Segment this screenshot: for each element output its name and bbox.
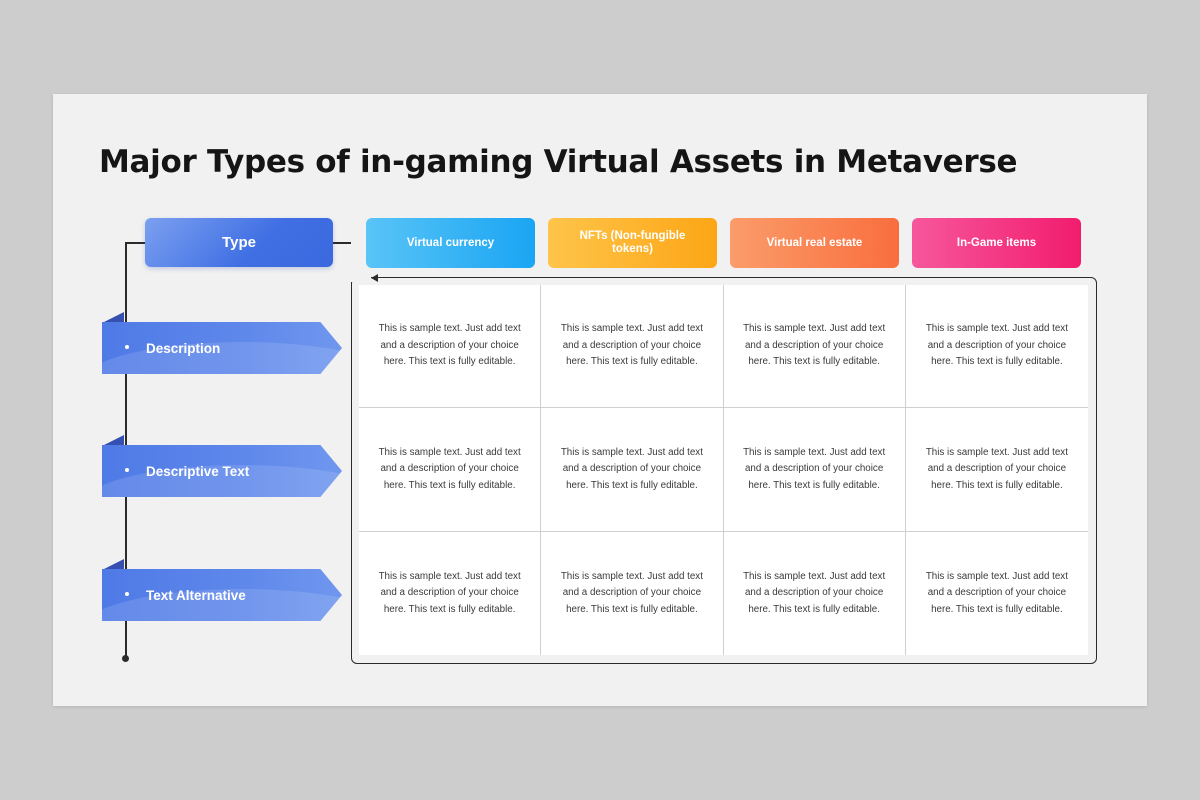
table-cell: This is sample text. Just add text and a…: [359, 285, 542, 409]
table-cell: This is sample text. Just add text and a…: [723, 285, 906, 409]
table-cell: This is sample text. Just add text and a…: [925, 570, 1068, 615]
row-label: Description: [146, 340, 221, 356]
timeline-connector-right: [332, 242, 351, 244]
table-frame: [351, 277, 1097, 664]
content-table: This is sample text. Just add text and a…: [359, 285, 1088, 655]
ribbon-fold: [102, 312, 124, 323]
row-ribbon-description: Description: [102, 312, 346, 374]
column-header-label: NFTs (Non-fungible tokens): [579, 230, 686, 255]
row-ribbon-text-alternative: Text Alternative: [102, 559, 346, 621]
ribbon-body: [102, 445, 342, 497]
slide: Major Types of in-gaming Virtual Assets …: [53, 94, 1147, 706]
bullet-icon: [125, 592, 129, 596]
type-header-box: Type: [145, 218, 333, 267]
column-header-virtual-real-estate: Virtual real estate: [730, 218, 899, 268]
ribbon-fold: [102, 559, 124, 570]
table-cell: This is sample text. Just add text and a…: [723, 408, 906, 532]
table-cell: This is sample text. Just add text and a…: [541, 408, 724, 532]
table-cell: This is sample text. Just add text and a…: [724, 531, 906, 655]
table-cell: This is sample text. Just add text and a…: [359, 531, 542, 655]
ribbon-body: [102, 322, 342, 374]
timeline-connector-left: [125, 242, 145, 244]
column-header-virtual-currency: Virtual currency: [366, 218, 535, 268]
column-header-label: Virtual real estate: [766, 236, 863, 249]
table-cell: This is sample text. Just add text and a…: [359, 408, 542, 532]
ribbon-body: [102, 569, 342, 621]
column-header-in-game-items: In-Game items: [912, 218, 1081, 268]
row-ribbon-descriptive-text: Descriptive Text: [102, 435, 346, 497]
table-cell: This is sample text. Just add text and a…: [541, 531, 724, 655]
bullet-icon: [125, 345, 129, 349]
column-header-nfts: NFTs (Non-fungible tokens): [548, 218, 717, 268]
type-header-label: Type: [222, 234, 256, 251]
table-cell: This is sample text. Just add text and a…: [905, 408, 1088, 532]
table-cell: This is sample text. Just add text and a…: [541, 285, 724, 409]
bullet-icon: [125, 468, 129, 472]
slide-title: Major Types of in-gaming Virtual Assets …: [99, 144, 1018, 180]
row-label: Descriptive Text: [146, 463, 250, 479]
ribbon-fold: [102, 435, 124, 446]
row-label: Text Alternative: [146, 587, 246, 603]
table-cell: This is sample text. Just add text and a…: [905, 285, 1088, 409]
column-header-label: Virtual currency: [406, 236, 495, 249]
timeline-end-dot: [122, 655, 129, 662]
column-header-label: In-Game items: [956, 236, 1037, 249]
arrow-left-icon: [371, 274, 378, 282]
